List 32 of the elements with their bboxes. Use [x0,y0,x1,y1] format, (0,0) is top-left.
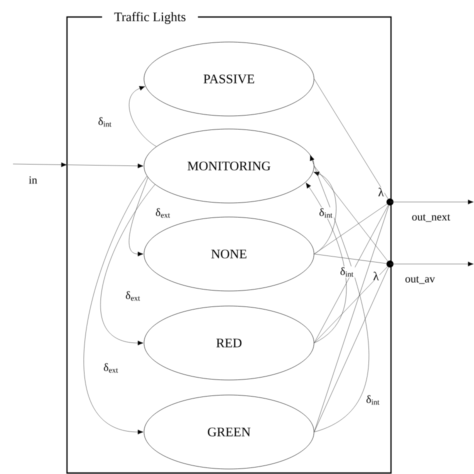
connector-line [314,266,388,344]
edge-label: δ$_{ext}$ [124,290,142,302]
arrow [12,162,144,168]
edge-label: out_av [404,275,436,285]
connector-line [314,254,387,264]
connector-line [314,204,388,254]
arrow [128,177,148,256]
edge-label: δ$_{int}$ [365,394,381,406]
arrow [306,182,347,344]
output-label: λ [378,187,384,197]
port-dot [386,260,394,268]
edge-label: δ$_{int}$ [318,207,334,219]
arrow [390,200,474,204]
port-dot [386,198,394,206]
arrow [310,155,369,432]
output-label: λ [372,271,380,281]
edge-label: in [28,175,38,185]
arrow [390,262,474,266]
edge-label: δ$_{int}$ [339,266,355,278]
connector-line [314,166,388,262]
arrow [314,172,336,254]
edge-label: δ$_{int}$ [97,116,113,128]
connector-line [314,205,388,344]
arrow [128,86,157,147]
edge-label: out_next [410,213,452,223]
arrow [100,184,156,346]
connector-line [314,267,389,432]
edge-label: δ$_{ext}$ [154,207,172,219]
connector-line [314,205,390,432]
edge-label: δ$_{ext}$ [102,362,120,374]
arrow [84,176,148,434]
connector-line [314,78,388,200]
